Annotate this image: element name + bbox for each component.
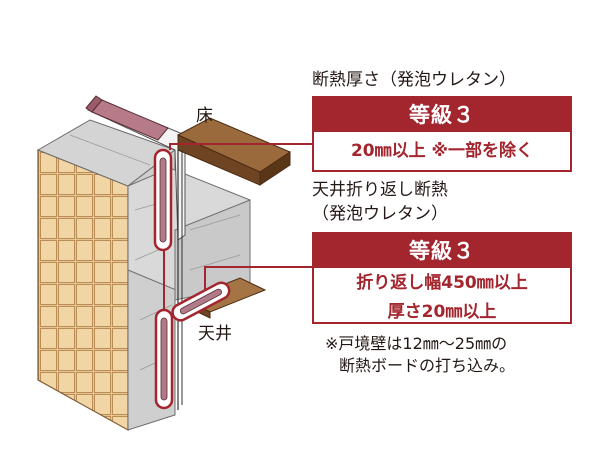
ceiling-insulation-title-2: （発泡ウレタン） [312,204,448,224]
brick-facade [37,149,129,432]
floor-label: 床 [196,106,213,126]
wall-insulation-callout: 等級３ 20㎜以上 ※一部を除く [312,96,572,172]
ceiling-grade-label: 等級３ [314,234,570,268]
wall-insulation-strip [91,99,169,141]
ceiling-insulation-title-1: 天井折り返し断熱 [312,180,448,200]
ceiling-spec-1: 折り返し幅450㎜以上 [356,273,528,293]
note-line-2: 断熱ボードの打ち込み。 [339,356,516,375]
note-line-1: ※戸境壁は12㎜〜25㎜の [325,334,508,353]
wall-insulation-title: 断熱厚さ（発泡ウレタン） [312,70,516,90]
party-wall-note: ※戸境壁は12㎜〜25㎜の 断熱ボードの打ち込み。 [325,333,595,377]
connector-wall [169,143,312,150]
ceiling-spec-2: 厚さ20㎜以上 [387,302,497,322]
connector-ceiling [204,266,312,290]
wall-grade-label: 等級３ [314,98,570,132]
ceiling-insulation-callout: 等級３ 折り返し幅450㎜以上 厚さ20㎜以上 [312,232,572,324]
wall-spec-label: 20㎜以上 ※一部を除く [350,141,534,161]
ceiling-label: 天井 [198,324,232,344]
